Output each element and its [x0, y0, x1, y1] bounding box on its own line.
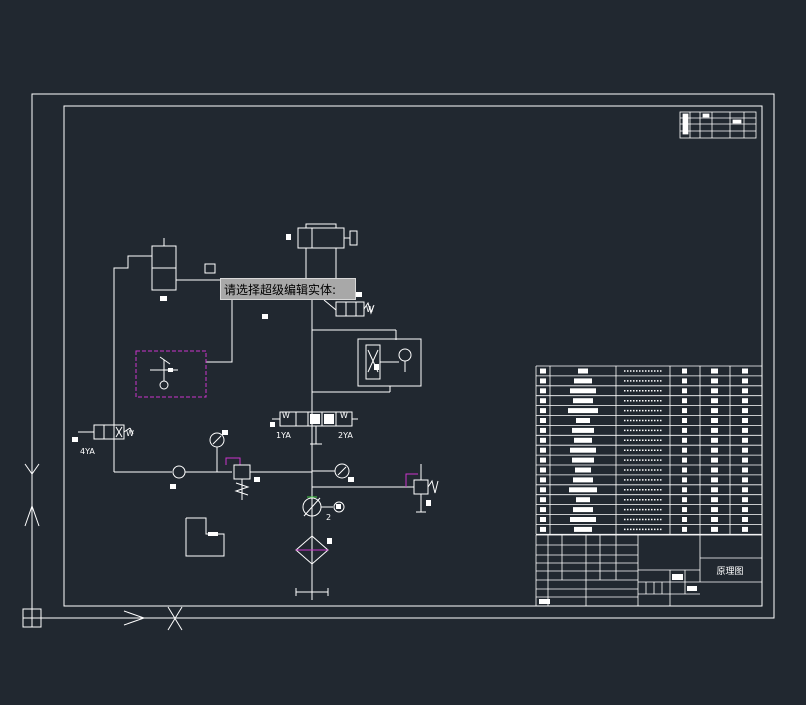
label-2ya: 2YA — [338, 431, 353, 440]
label-w-1: W — [126, 429, 134, 438]
label-pump: 2 — [326, 513, 331, 522]
label-w-4: W — [340, 411, 348, 420]
filter — [295, 535, 329, 565]
outer-frame — [31, 93, 775, 619]
title-block — [535, 534, 763, 607]
label-4ya: 4YA — [80, 447, 95, 456]
label-w-3: W — [282, 411, 290, 420]
relief-valve — [233, 464, 251, 480]
pressure-switch — [413, 479, 429, 495]
label-w-2: W — [366, 305, 374, 314]
label-1ya: 1YA — [276, 431, 291, 440]
revision-block — [679, 111, 757, 139]
inner-frame — [63, 105, 763, 607]
hydraulic-schematic — [72, 223, 439, 600]
main-cylinder — [297, 227, 345, 249]
drawing-name: 原理图 — [716, 566, 743, 577]
parts-list-table — [535, 365, 763, 535]
highlighted-module — [135, 350, 207, 398]
ucs-icon — [22, 463, 183, 631]
command-prompt-tooltip: 请选择超级编辑实体: — [220, 278, 356, 300]
